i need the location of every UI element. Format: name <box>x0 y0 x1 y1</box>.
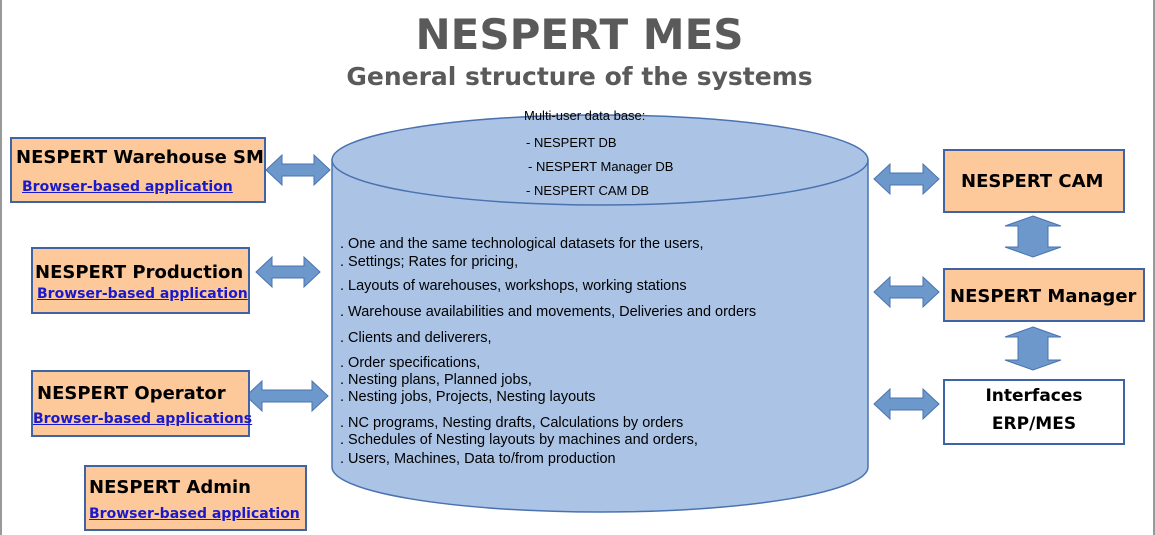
database-item: - NESPERT CAM DB <box>526 183 650 198</box>
content-line: . Warehouse availabilities and movements… <box>340 304 757 320</box>
interfaces-box: Interfaces ERP/MES <box>943 379 1125 445</box>
double-arrow-icon <box>265 153 331 187</box>
content-line: . Clients and deliverers, <box>340 330 492 346</box>
content-line: . Nesting jobs, Projects, Nesting layout… <box>340 389 596 405</box>
page-title: NESPERT MES <box>415 10 744 59</box>
app-name: NESPERT Production <box>35 262 244 283</box>
database-item: - NESPERT Manager DB <box>528 159 674 174</box>
interfaces-types: ERP/MES <box>991 414 1077 434</box>
content-line: . Order specifications, <box>340 355 481 371</box>
app-name: NESPERT Admin <box>89 477 251 498</box>
app-box-warehouse-sm: NESPERT Warehouse SM Browser-based appli… <box>10 137 266 203</box>
database-cylinder <box>331 114 869 513</box>
app-box-cam: NESPERT CAM <box>943 149 1125 213</box>
app-name: NESPERT Warehouse SM <box>16 147 264 168</box>
double-arrow-icon <box>1004 326 1062 371</box>
app-name: NESPERT Operator <box>37 383 226 404</box>
double-arrow-icon <box>255 255 321 289</box>
content-line: . Schedules of Nesting layouts by machin… <box>340 432 698 448</box>
database-item: - NESPERT DB <box>526 135 617 150</box>
app-name: NESPERT CAM <box>961 171 1104 192</box>
app-name: NESPERT Manager <box>950 286 1137 307</box>
content-line: . NC programs, Nesting drafts, Calculati… <box>340 415 684 431</box>
content-line: . Layouts of warehouses, workshops, work… <box>340 278 687 294</box>
page-subtitle: General structure of the systems <box>346 62 813 91</box>
double-arrow-icon <box>1004 215 1062 258</box>
database-header: Multi-user data base: <box>524 108 646 123</box>
app-box-manager: NESPERT Manager <box>943 268 1145 322</box>
double-arrow-icon <box>873 275 940 309</box>
app-box-production: NESPERT Production Browser-based applica… <box>31 247 250 314</box>
double-arrow-icon <box>245 379 329 413</box>
app-link[interactable]: Browser-based applications <box>33 411 253 427</box>
app-box-operator: NESPERT Operator Browser-based applicati… <box>31 370 253 437</box>
double-arrow-icon <box>873 162 940 196</box>
double-arrow-icon <box>873 387 940 421</box>
app-link[interactable]: Browser-based application <box>22 179 233 195</box>
content-line: . Nesting plans, Planned jobs, <box>340 372 532 388</box>
interfaces-label: Interfaces <box>985 386 1083 406</box>
content-line: . Users, Machines, Data to/from producti… <box>340 451 616 467</box>
app-link[interactable]: Browser-based application <box>89 506 300 522</box>
app-link[interactable]: Browser-based application <box>37 286 248 302</box>
content-line: . Settings; Rates for pricing, <box>340 254 519 270</box>
app-box-admin: NESPERT Admin Browser-based application <box>84 465 307 531</box>
content-line: . One and the same technological dataset… <box>340 236 704 252</box>
